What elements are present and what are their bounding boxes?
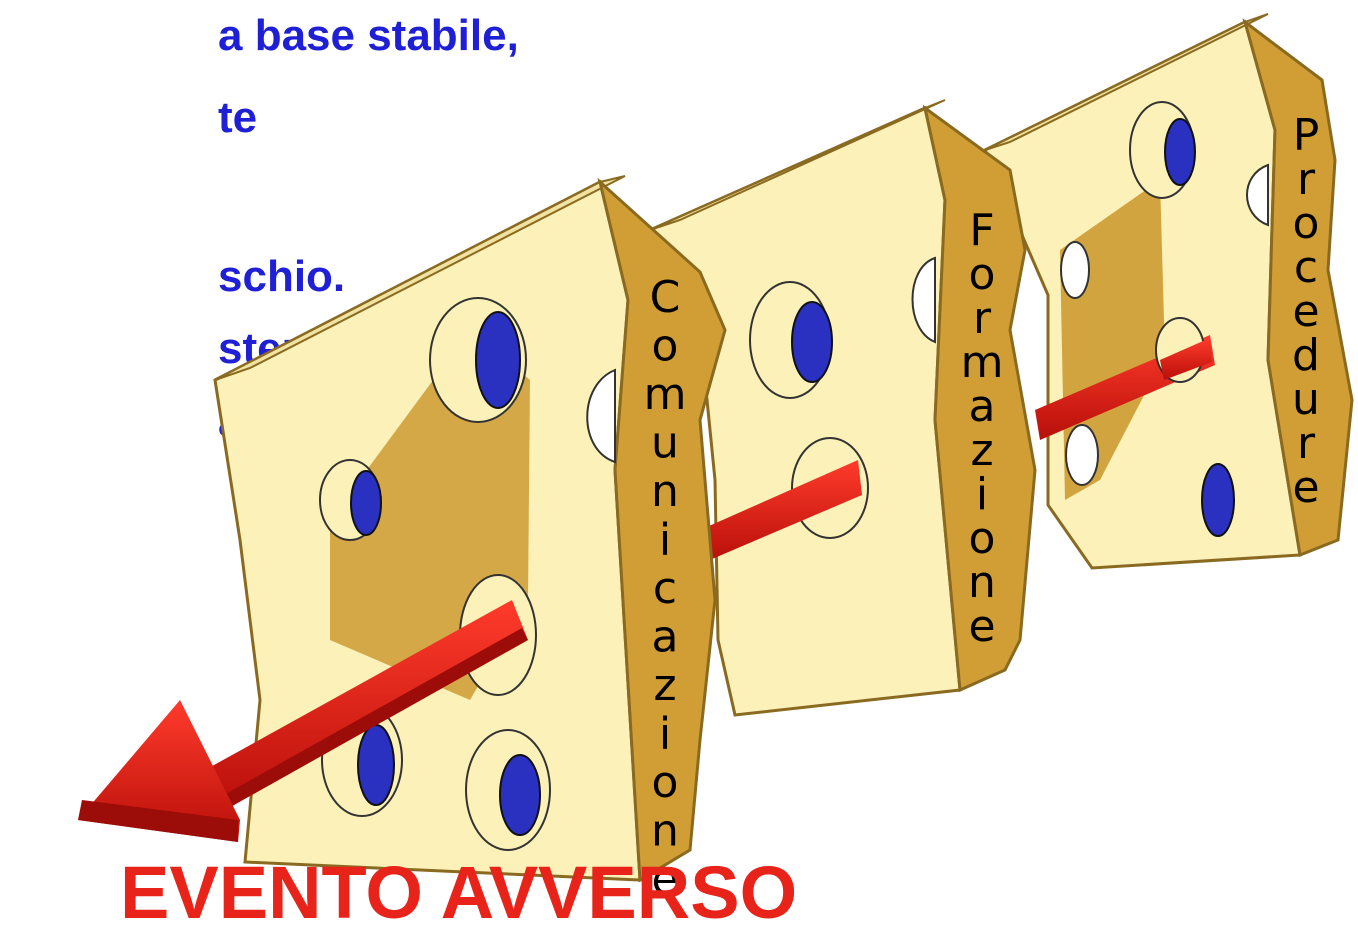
slice-comunicazione-side	[597, 177, 727, 883]
slice-label-letter: a	[652, 612, 679, 663]
slice-label-letter: e	[968, 601, 995, 652]
slice-formazione-side	[922, 104, 1037, 693]
slice-formazione-top	[649, 99, 946, 231]
slice-comunicazione-top	[214, 175, 626, 381]
slice-procedure-side	[1242, 18, 1354, 558]
arrow-head-shade	[78, 800, 238, 842]
slice-label-letter: i	[659, 515, 671, 566]
slice-label-letter: n	[651, 466, 679, 517]
slice-label-letter: c	[653, 563, 677, 614]
slice-label-letter: n	[651, 806, 679, 857]
slice-label-letter: C	[650, 272, 681, 323]
slice-label-letter: m	[644, 369, 687, 420]
slice-label-letter: o	[1293, 198, 1320, 249]
slice-label-letter: e	[1292, 462, 1319, 513]
slice-label-letter: e	[1292, 286, 1319, 337]
arrow-shaft-front	[205, 600, 528, 810]
slice-label-letter: z	[970, 425, 993, 476]
slice-label-letter: i	[659, 709, 671, 760]
hole-white	[1065, 424, 1099, 486]
slice-procedure-top	[984, 13, 1269, 151]
slice-label-letter: a	[969, 381, 996, 432]
hole-blue	[357, 724, 395, 806]
hole-blue	[791, 301, 833, 383]
hole-white	[1060, 241, 1090, 299]
slice-label-letter: z	[653, 660, 676, 711]
red-arrow	[78, 600, 528, 842]
hole-side	[911, 256, 936, 344]
slice-label-letter: r	[1297, 154, 1316, 205]
slice-label-letter: o	[969, 249, 996, 300]
arrow-shaft-shade	[215, 628, 528, 810]
arrow-segment-middle	[700, 460, 862, 562]
evento-avverso-label: EVENTO AVVERSO	[120, 851, 797, 934]
slice-label-letter: e	[651, 854, 678, 905]
slice-label-letter: P	[1293, 110, 1320, 161]
slice-label-letter: F	[969, 205, 994, 256]
slice-label-letter: o	[969, 513, 996, 564]
hole-blue	[475, 311, 521, 409]
hole-blue	[499, 754, 541, 836]
slice-label-letter: r	[973, 293, 992, 344]
background-text-line-2: te	[218, 93, 258, 142]
hole-side	[1246, 163, 1269, 227]
hole-blue	[1201, 463, 1235, 537]
background-text-line-1: a base stabile,	[218, 11, 519, 60]
slice-label-letter: o	[652, 321, 679, 372]
slice-label-letter: u	[1292, 374, 1320, 425]
slice-label-letter: u	[651, 418, 679, 469]
hole-side	[586, 368, 616, 464]
slice-label-letter: i	[976, 469, 988, 520]
slice-label-letter: d	[1292, 330, 1320, 381]
slice-label-letter: m	[961, 337, 1004, 388]
background-text-line-3: schio.	[218, 252, 346, 301]
hole-blue	[350, 470, 382, 536]
hole-blue	[1164, 118, 1196, 186]
slice-label-letter: c	[1294, 242, 1318, 293]
slice-label-letter: n	[968, 557, 996, 608]
arrow-segment-back-inner	[1160, 338, 1212, 380]
slice-label-letter: r	[1297, 418, 1316, 469]
slice-label-letter: o	[652, 757, 679, 808]
